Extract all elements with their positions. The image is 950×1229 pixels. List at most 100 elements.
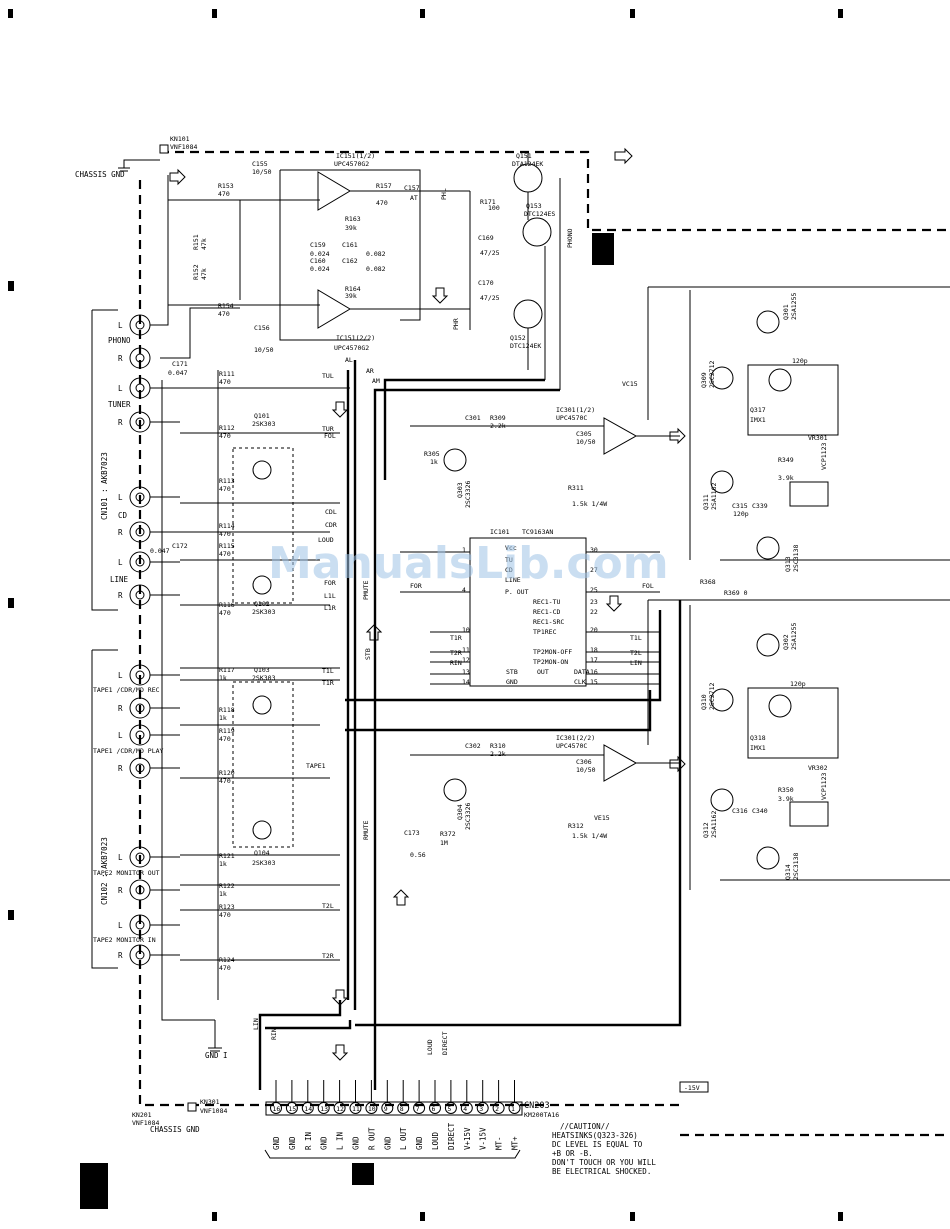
svg-text:R310: R310 — [490, 742, 506, 750]
svg-text:R153: R153 — [218, 182, 234, 190]
svg-text:L1L: L1L — [324, 592, 336, 600]
svg-text:STB: STB — [364, 648, 372, 660]
vnf-bottom-label: VNF1084 — [200, 1107, 227, 1115]
svg-text:Q153: Q153 — [526, 202, 542, 210]
svg-text:470: 470 — [219, 964, 231, 972]
cn203-pin-9 — [381, 1102, 394, 1114]
svg-text:C156: C156 — [254, 324, 270, 332]
svg-text:2SK303: 2SK303 — [252, 608, 276, 616]
svg-text:PHR: PHR — [452, 318, 460, 330]
svg-text:C339: C339 — [752, 502, 768, 510]
watermark-text: ManualsLib.com — [268, 538, 669, 589]
svg-text:L: L — [118, 921, 123, 930]
svg-text:LOUD: LOUD — [318, 536, 334, 544]
svg-text:C161: C161 — [342, 241, 358, 249]
svg-text:TP2MON-OFF: TP2MON-OFF — [533, 648, 572, 656]
svg-text:2SK303: 2SK303 — [252, 859, 276, 867]
cn203-pin-number: 4 — [463, 1105, 467, 1113]
svg-text:R114: R114 — [219, 522, 235, 530]
cn203-pin-name: GND — [288, 1136, 297, 1150]
svg-text:2SC2712: 2SC2712 — [708, 683, 716, 710]
svg-text:KM200TA16: KM200TA16 — [524, 1111, 559, 1119]
svg-text:10/50: 10/50 — [576, 438, 596, 446]
svg-text:1: 1 — [462, 546, 466, 554]
svg-text:UPC4570C: UPC4570C — [556, 414, 587, 422]
svg-text:R164: R164 — [345, 285, 361, 293]
jack-phono: L R PHONO — [108, 314, 151, 369]
cn203-pin-13 — [317, 1102, 330, 1114]
svg-text:Vcc: Vcc — [505, 544, 517, 552]
svg-text:TU: TU — [505, 556, 513, 564]
signal-arrows — [169, 147, 686, 1061]
svg-text:AR: AR — [366, 367, 374, 375]
svg-text:470: 470 — [219, 735, 231, 743]
cn203-pin-number: 2 — [495, 1105, 499, 1113]
svg-text:IC301(1/2): IC301(1/2) — [556, 406, 595, 414]
jack-tape1-play: L R TAPE1 /CDR/MD PLAY — [93, 724, 164, 779]
cn203-pin-name: R IN — [304, 1132, 313, 1150]
svg-text:T1R: T1R — [322, 679, 334, 687]
cn203-pin-name: GND — [320, 1136, 329, 1150]
cn203-pin-number: 5 — [447, 1105, 451, 1113]
svg-text:RIN: RIN — [450, 659, 462, 667]
input-label-phono: PHONO — [108, 336, 131, 345]
jack-tape2-in: L R TAPE2 MONITOR IN — [93, 914, 156, 966]
svg-text:R: R — [118, 591, 123, 600]
svg-text:23: 23 — [590, 598, 598, 606]
cn203-pin-name: GND — [415, 1136, 424, 1150]
svg-text:C302: C302 — [465, 742, 481, 750]
svg-text:C173: C173 — [404, 829, 420, 837]
svg-text:T1L: T1L — [630, 634, 642, 642]
vnf-left-label: VNF1084 — [132, 1119, 159, 1127]
phono-eq-section: IC151(1/2) UPC4570G2 IC151(2/2) UPC4570G… — [150, 152, 500, 859]
svg-text:T2L: T2L — [322, 902, 334, 910]
cn101-bracket — [91, 309, 118, 611]
svg-text:R119: R119 — [219, 727, 235, 735]
svg-text:1k: 1k — [430, 458, 438, 466]
svg-text:DC LEVEL IS EQUAL TO: DC LEVEL IS EQUAL TO — [552, 1140, 643, 1149]
cn203-pin-number: 9 — [384, 1105, 388, 1113]
svg-text:1.5k 1/4W: 1.5k 1/4W — [572, 832, 607, 840]
svg-text:C155: C155 — [252, 160, 268, 168]
svg-text:10: 10 — [462, 626, 470, 634]
svg-text:120p: 120p — [790, 680, 806, 688]
cn203-pin-name: MT+ — [511, 1136, 520, 1150]
svg-text:VR301: VR301 — [808, 434, 828, 442]
svg-text:2SA1162: 2SA1162 — [710, 811, 718, 838]
svg-text:R: R — [118, 951, 123, 960]
svg-text:2SA1255: 2SA1255 — [790, 623, 798, 650]
svg-text:C162: C162 — [342, 257, 358, 265]
svg-text:Q317: Q317 — [750, 406, 766, 414]
input-label-tape1-rec: TAPE1 /CDR/MD REC — [93, 686, 160, 694]
svg-text:AM: AM — [372, 377, 380, 385]
svg-text:R111: R111 — [219, 370, 235, 378]
svg-text:T2R: T2R — [450, 649, 462, 657]
ic301b-opamp — [603, 744, 638, 782]
svg-text:120p: 120p — [792, 357, 808, 365]
svg-text:PHL: PHL — [440, 188, 448, 200]
svg-text:REC1-CD: REC1-CD — [533, 608, 560, 616]
cn203-pin-16 — [270, 1102, 282, 1114]
svg-text:FOR: FOR — [324, 579, 336, 587]
svg-text:STB: STB — [506, 668, 518, 676]
svg-text:2.2k: 2.2k — [490, 422, 506, 430]
cn203-pin-name: GND — [352, 1136, 361, 1150]
svg-text:L: L — [118, 731, 123, 740]
svg-text:47/25: 47/25 — [480, 249, 500, 257]
svg-text:FOL: FOL — [324, 432, 336, 440]
svg-text:TUL: TUL — [322, 372, 334, 380]
svg-text:R118: R118 — [219, 706, 235, 714]
svg-text:LOUD: LOUD — [426, 1039, 434, 1055]
svg-text:R121: R121 — [219, 852, 235, 860]
svg-text:C306: C306 — [576, 758, 592, 766]
svg-text:27: 27 — [590, 566, 598, 574]
svg-text:11: 11 — [462, 646, 470, 654]
svg-text:C157: C157 — [404, 184, 420, 192]
cn203-connector: CN203 KM200TA16 — [265, 1101, 559, 1119]
svg-text:C316: C316 — [732, 807, 748, 815]
cn203-pin-7 — [413, 1102, 426, 1114]
svg-text:39k: 39k — [345, 224, 357, 232]
cn203-pin-number: 10 — [368, 1105, 376, 1113]
svg-text:Q151: Q151 — [516, 152, 532, 160]
